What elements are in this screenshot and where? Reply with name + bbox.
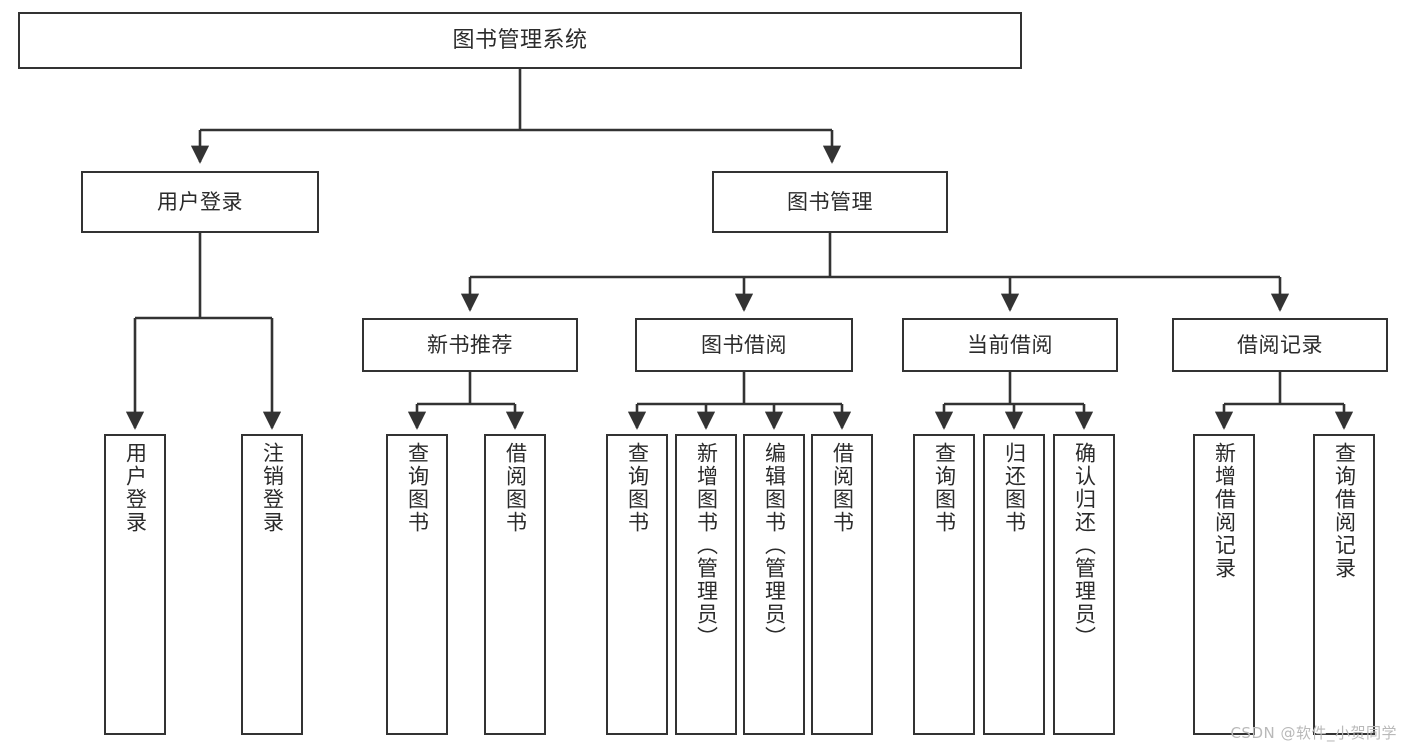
node-label: 用户登录 [123,442,148,534]
leaf-current-return-book[interactable]: 归还图书 [983,434,1045,735]
leaf-current-query-book[interactable]: 查询图书 [913,434,975,735]
node-borrow-record[interactable]: 借阅记录 [1172,318,1388,372]
node-label: 图书管理 [787,189,873,214]
leaf-record-add-record[interactable]: 新增借阅记录 [1193,434,1255,735]
node-label: 借阅记录 [1237,332,1323,357]
leaf-borrow-borrow-book[interactable]: 借阅图书 [811,434,873,735]
leaf-recommend-query-book[interactable]: 查询图书 [386,434,448,735]
node-label: 查询图书 [932,442,957,534]
node-root-system[interactable]: 图书管理系统 [18,12,1022,69]
node-label: 新增借阅记录 [1212,442,1237,580]
leaf-user-login-login[interactable]: 用户登录 [104,434,166,735]
node-label: 图书借阅 [701,332,787,357]
node-new-book-recommend[interactable]: 新书推荐 [362,318,578,372]
node-label: 借阅图书 [830,442,855,534]
node-book-management[interactable]: 图书管理 [712,171,948,233]
node-label: 图书管理系统 [452,27,588,53]
node-label: 归还图书 [1002,442,1027,534]
leaf-current-confirm-return-admin[interactable]: 确认归还（管理员） [1053,434,1115,735]
node-label: 确认归还（管理员） [1072,442,1097,649]
node-label: 注销登录 [260,442,285,534]
node-label: 查询借阅记录 [1332,442,1357,580]
node-current-borrow[interactable]: 当前借阅 [902,318,1118,372]
node-label: 借阅图书 [503,442,528,534]
node-label: 查询图书 [625,442,650,534]
leaf-user-login-logout[interactable]: 注销登录 [241,434,303,735]
node-label: 新增图书（管理员） [694,442,719,649]
node-user-login[interactable]: 用户登录 [81,171,319,233]
leaf-borrow-edit-book-admin[interactable]: 编辑图书（管理员） [743,434,805,735]
node-label: 当前借阅 [967,332,1053,357]
csdn-watermark: CSDN @软件_小贺同学 [1230,724,1397,742]
leaf-borrow-query-book[interactable]: 查询图书 [606,434,668,735]
node-label: 编辑图书（管理员） [762,442,787,649]
node-label: 用户登录 [157,189,243,214]
node-label: 新书推荐 [427,332,513,357]
node-label: 查询图书 [405,442,430,534]
node-book-borrow[interactable]: 图书借阅 [635,318,853,372]
leaf-record-query-record[interactable]: 查询借阅记录 [1313,434,1375,735]
leaf-borrow-add-book-admin[interactable]: 新增图书（管理员） [675,434,737,735]
leaf-recommend-borrow-book[interactable]: 借阅图书 [484,434,546,735]
